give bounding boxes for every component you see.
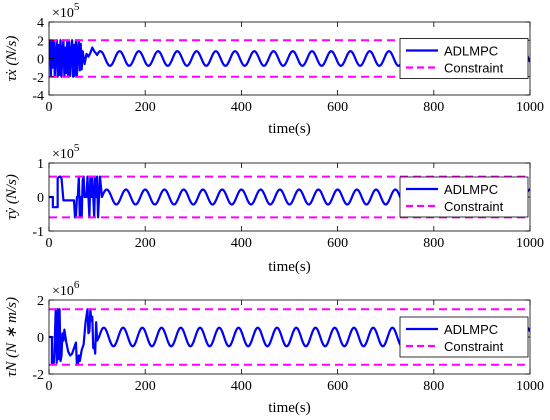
- legend-box: [399, 38, 529, 79]
- x-tick-label: 0: [46, 379, 53, 394]
- y-axis-title: τ̇y (N/s): [4, 174, 20, 220]
- x-tick-label: 400: [231, 236, 252, 251]
- y-axis-title: τ̇x (N/s): [4, 36, 20, 82]
- x-tick-label: 1000: [516, 379, 544, 394]
- legend-box: [399, 176, 529, 218]
- x-axis-title: time(s): [268, 121, 311, 137]
- x-tick-label: 0: [46, 236, 53, 251]
- x-tick-label: 800: [423, 379, 444, 394]
- legend-box: [399, 316, 529, 358]
- x-tick-label: 800: [423, 100, 444, 115]
- legend-label-constraint: Constraint: [444, 339, 504, 354]
- x-tick-label: 600: [327, 379, 348, 394]
- y-exponent-label: ×105: [52, 1, 80, 21]
- y-tick-label: -2: [32, 71, 44, 86]
- x-tick-label: 200: [135, 379, 156, 394]
- y-axis-title: τ̇N (N ∗ m/s): [4, 297, 20, 377]
- x-tick-label: 400: [231, 379, 252, 394]
- x-tick-label: 0: [46, 100, 53, 115]
- y-tick-label: 2: [37, 34, 44, 49]
- x-axis-title: time(s): [268, 400, 311, 416]
- y-exponent-label: ×105: [52, 142, 80, 162]
- y-tick-label: 0: [37, 331, 44, 346]
- y-tick-label: -2: [32, 368, 44, 383]
- legend: ADLMPC Constraint: [399, 176, 529, 218]
- legend-label-adlmpc: ADLMPC: [444, 322, 498, 337]
- legend-label-adlmpc: ADLMPC: [444, 182, 498, 197]
- x-tick-label: 1000: [516, 100, 544, 115]
- x-tick-label: 1000: [516, 236, 544, 251]
- legend: ADLMPC Constraint: [399, 316, 529, 358]
- y-tick-label: -1: [32, 225, 44, 240]
- y-tick-label: 2: [37, 294, 44, 309]
- x-tick-label: 600: [327, 236, 348, 251]
- y-exponent-label: ×106: [52, 279, 80, 299]
- legend-label-constraint: Constraint: [444, 61, 504, 76]
- x-tick-label: 800: [423, 236, 444, 251]
- y-tick-label: -4: [32, 89, 44, 104]
- x-tick-label: 400: [231, 100, 252, 115]
- x-tick-label: 200: [135, 100, 156, 115]
- legend-label-adlmpc: ADLMPC: [444, 44, 498, 59]
- legend: ADLMPC Constraint: [399, 38, 529, 79]
- y-tick-label: 0: [37, 191, 44, 206]
- x-tick-label: 200: [135, 236, 156, 251]
- x-tick-label: 600: [327, 100, 348, 115]
- x-axis-title: time(s): [268, 259, 311, 275]
- y-tick-label: 4: [37, 16, 44, 31]
- legend-label-constraint: Constraint: [444, 199, 504, 214]
- y-tick-label: 0: [37, 53, 44, 68]
- y-tick-label: 1: [37, 157, 44, 172]
